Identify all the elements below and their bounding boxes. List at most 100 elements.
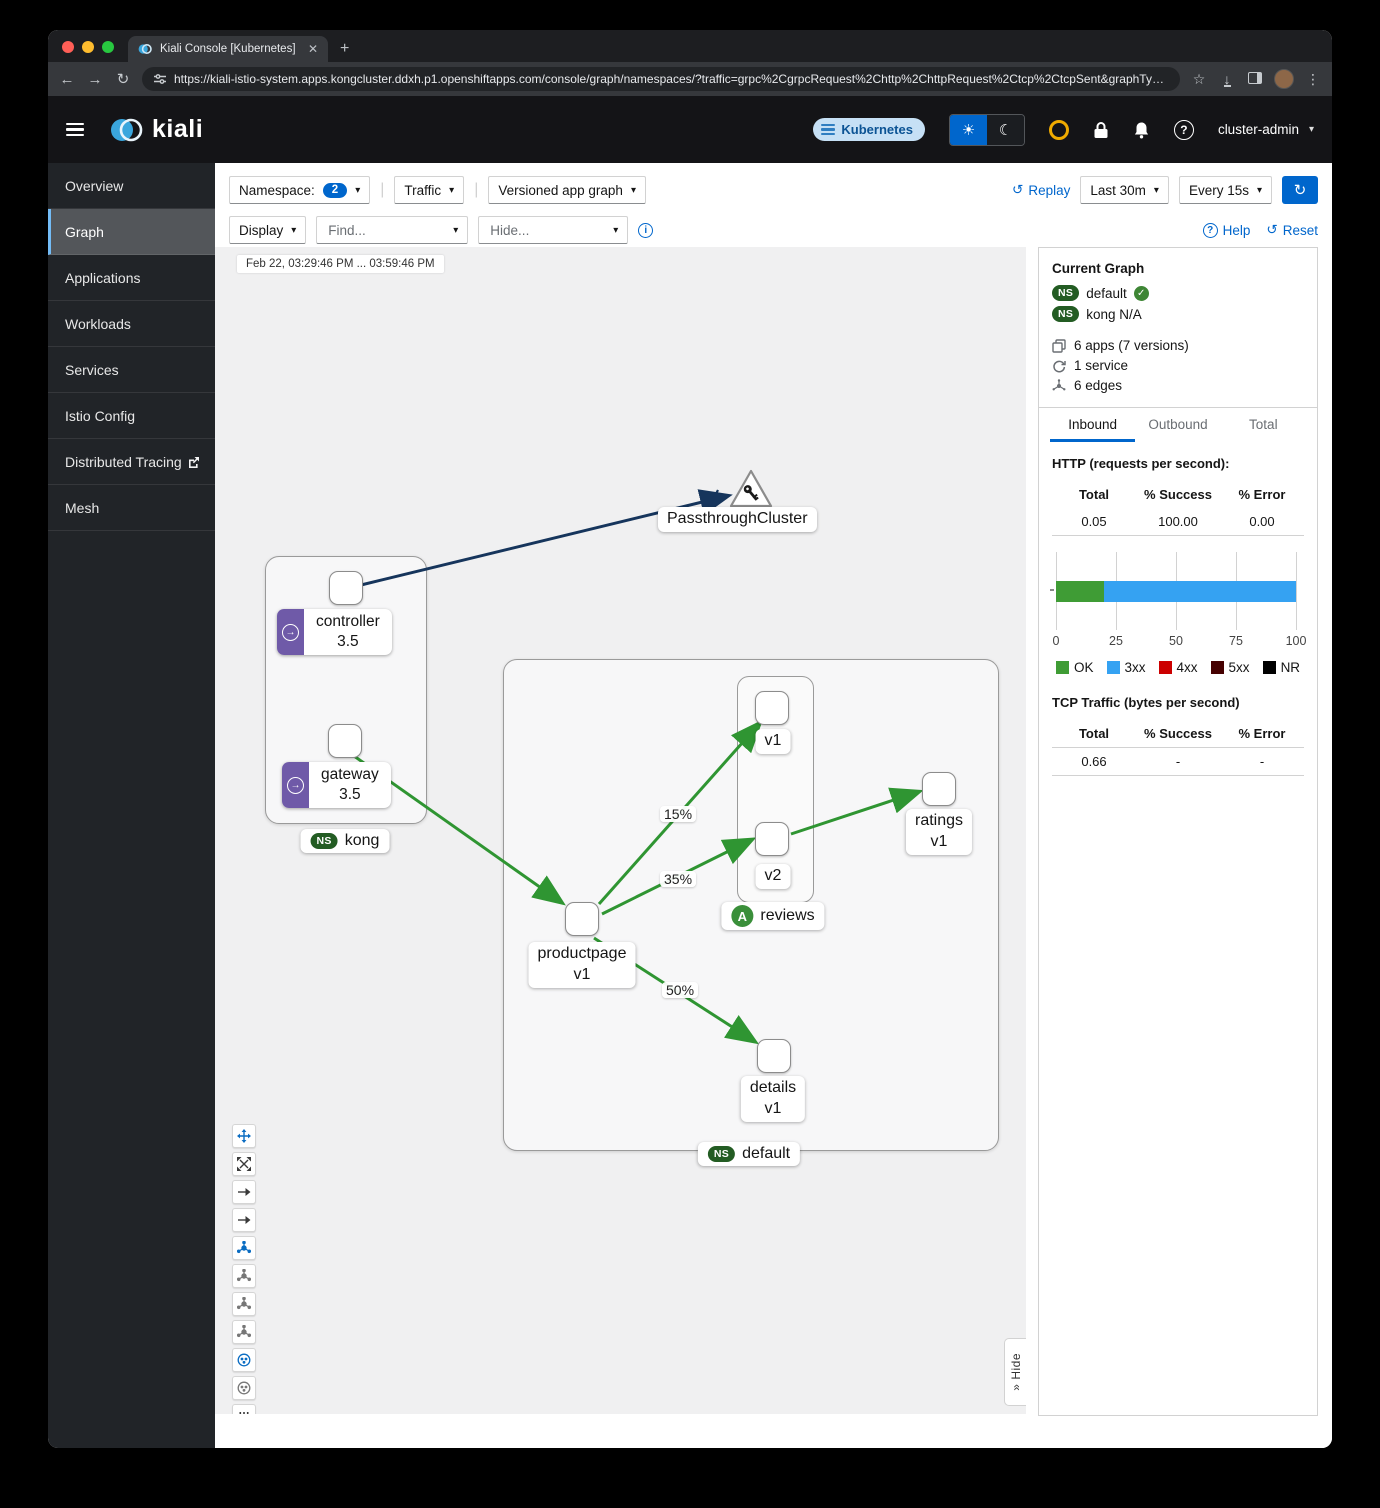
arrow-tool-button[interactable] — [232, 1180, 256, 1204]
label-namespace-default[interactable]: NS default — [697, 1142, 801, 1166]
tab-title: Kiali Console [Kubernetes] — [160, 43, 296, 55]
new-tab-button[interactable]: + — [340, 40, 350, 57]
theme-toggle[interactable]: ☀ ☾ — [948, 113, 1025, 146]
layout-4-button[interactable] — [232, 1320, 256, 1344]
graph-canvas[interactable]: Feb 22, 03:29:46 PM ... 03:59:46 PM — [215, 247, 1026, 1414]
user-menu-caret-icon[interactable]: ▾ — [1308, 124, 1314, 135]
user-menu[interactable]: cluster-admin — [1217, 122, 1299, 137]
info-icon[interactable]: i — [638, 222, 654, 238]
edge-mtls-tick — [708, 489, 719, 508]
namespace-dropdown[interactable]: Namespace: 2 ▾ — [229, 176, 371, 204]
service-icon — [1053, 360, 1066, 372]
help-icon[interactable]: ? — [1173, 119, 1194, 140]
traffic-dropdown[interactable]: Traffic ▾ — [394, 176, 465, 204]
tcp-section-title: TCP Traffic (bytes per second) — [1052, 695, 1240, 710]
browser-menu-icon[interactable]: ⋮ — [1306, 70, 1320, 87]
find-input[interactable] — [326, 221, 446, 239]
legend-button[interactable] — [232, 1404, 256, 1414]
label-passthroughcluster[interactable]: PassthroughCluster — [658, 507, 817, 532]
cluster-icon — [821, 123, 836, 136]
cluster-badge[interactable]: Kubernetes — [813, 118, 925, 141]
refresh-button[interactable]: ↻ — [1282, 176, 1318, 204]
node-gateway[interactable] — [328, 724, 362, 758]
time-range-dropdown[interactable]: Last 30m ▾ — [1080, 176, 1169, 204]
back-icon[interactable]: ← — [59, 70, 75, 88]
node-productpage[interactable] — [565, 902, 599, 936]
reload-icon[interactable]: ↻ — [116, 71, 130, 88]
sidebar-item-graph[interactable]: Graph — [48, 209, 215, 255]
maximize-window-button[interactable] — [102, 41, 114, 53]
layout-3-button[interactable] — [232, 1292, 256, 1316]
tab-total[interactable]: Total — [1249, 417, 1278, 432]
workload-entry-badge: → — [282, 762, 309, 809]
traffic-lights[interactable] — [48, 41, 128, 62]
sidebar-item-mesh[interactable]: Mesh — [48, 485, 215, 531]
label-reviews-v1[interactable]: v1 — [755, 729, 791, 754]
sidebar-item-services[interactable]: Services — [48, 347, 215, 393]
download-icon[interactable]: ↓ — [1223, 71, 1231, 87]
app-badge: A — [731, 905, 754, 927]
node-reviews-v2[interactable] — [755, 822, 789, 856]
arrow-tool-button-2[interactable] — [232, 1208, 256, 1232]
browser-tab[interactable]: Kiali Console [Kubernetes] ✕ — [128, 36, 328, 62]
dark-theme-icon[interactable]: ☾ — [986, 114, 1024, 145]
reset-link[interactable]: ↺Reset — [1266, 222, 1318, 238]
lock-icon[interactable] — [1093, 121, 1109, 139]
node-ratings[interactable] — [922, 772, 956, 806]
sidebar-item-istio-config[interactable]: Istio Config — [48, 393, 215, 439]
nav-toggle-icon[interactable] — [66, 122, 84, 137]
edge-reviews-v2-ratings[interactable] — [790, 787, 924, 836]
summary-title: Current Graph — [1052, 261, 1145, 276]
zoom-fit-button[interactable] — [232, 1152, 256, 1176]
label-namespace-kong[interactable]: NS kong — [300, 829, 390, 853]
refresh-interval-dropdown[interactable]: Every 15s ▾ — [1178, 176, 1272, 204]
browser-window: Kiali Console [Kubernetes] ✕ + ← → ↻ htt… — [48, 30, 1332, 1448]
sidebar-item-overview[interactable]: Overview — [48, 163, 215, 209]
passthrough-node[interactable] — [728, 468, 774, 510]
url-text[interactable]: https://kiali-istio-system.apps.kongclus… — [174, 72, 1168, 86]
sidebar-item-applications[interactable]: Applications — [48, 255, 215, 301]
kiali-masthead: kiali Kubernetes ☀ ☾ ? cluster-admin ▾ — [48, 96, 1332, 163]
bookmark-star-icon[interactable]: ☆ — [1192, 70, 1206, 87]
sidebar-item-workloads[interactable]: Workloads — [48, 301, 215, 347]
node-reviews-v1[interactable] — [755, 691, 789, 725]
side-panel-icon[interactable] — [1246, 71, 1264, 87]
node-controller[interactable] — [329, 571, 363, 605]
display-dropdown[interactable]: Display ▾ — [229, 216, 307, 244]
label-reviews-v2[interactable]: v2 — [755, 864, 791, 889]
close-window-button[interactable] — [62, 41, 74, 53]
site-info-icon[interactable] — [154, 73, 166, 85]
tab-inbound[interactable]: Inbound — [1050, 408, 1136, 442]
hide-panel-tab[interactable]: » Hide — [1004, 1338, 1026, 1406]
pan-tool-button[interactable] — [232, 1124, 256, 1148]
omnibox[interactable]: https://kiali-istio-system.apps.kongclus… — [142, 67, 1180, 91]
bell-icon[interactable] — [1133, 121, 1150, 139]
help-link[interactable]: ?Help — [1202, 222, 1250, 238]
istio-status-icon[interactable] — [1048, 119, 1069, 140]
arrow-circle-icon: → — [287, 776, 304, 794]
http-section-title: HTTP (requests per second): — [1052, 456, 1230, 471]
hide-input[interactable] — [488, 221, 606, 239]
minimize-window-button[interactable] — [82, 41, 94, 53]
light-theme-icon[interactable]: ☀ — [949, 114, 987, 145]
replay-button[interactable]: ↺ Replay — [1012, 182, 1071, 198]
chevron-down-icon[interactable]: ▾ — [453, 224, 459, 236]
profile-avatar[interactable] — [1274, 69, 1294, 89]
chevron-down-icon[interactable]: ▾ — [613, 224, 619, 236]
tab-outbound[interactable]: Outbound — [1148, 417, 1208, 432]
layout-1-button[interactable] — [232, 1236, 256, 1260]
close-tab-icon[interactable]: ✕ — [307, 42, 318, 56]
layout-2-button[interactable] — [232, 1264, 256, 1288]
namespace-layout-2-button[interactable] — [232, 1376, 256, 1400]
namespace-layout-button[interactable] — [232, 1348, 256, 1372]
sidebar-item-distributed-tracing[interactable]: Distributed Tracing — [48, 439, 215, 485]
node-details[interactable] — [757, 1039, 791, 1073]
graph-type-dropdown[interactable]: Versioned app graph ▾ — [488, 176, 646, 204]
forward-icon[interactable]: → — [87, 70, 103, 88]
label-app-reviews[interactable]: A reviews — [721, 902, 825, 930]
